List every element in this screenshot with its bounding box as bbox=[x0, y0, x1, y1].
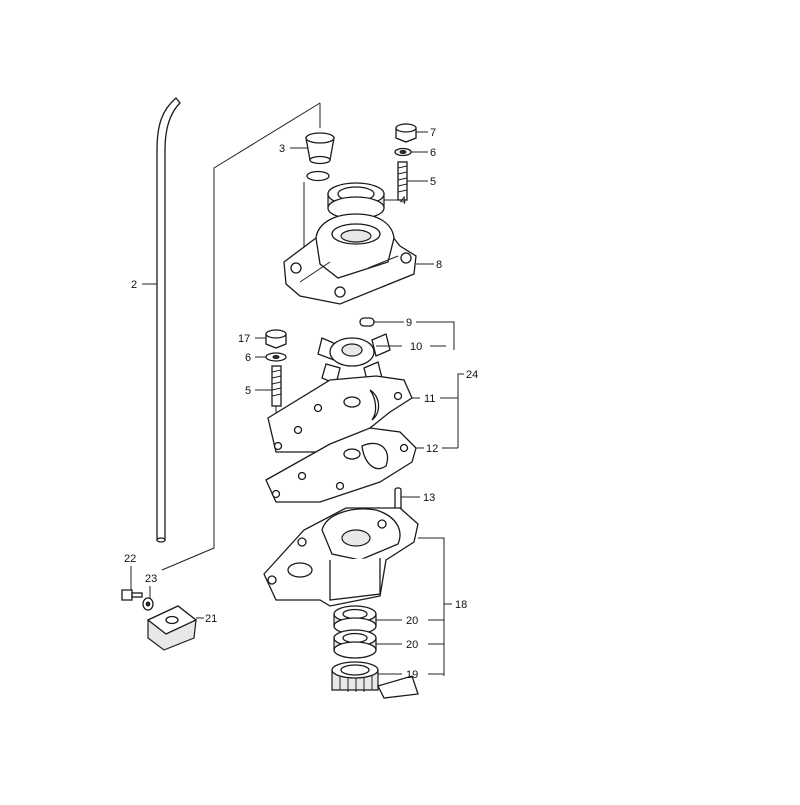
callout-6: 6 bbox=[430, 147, 436, 159]
callout-11: 11 bbox=[424, 393, 435, 405]
gasket bbox=[267, 375, 413, 453]
callout-4: 4 bbox=[400, 195, 406, 207]
key bbox=[359, 317, 375, 327]
callout-18: 18 bbox=[455, 599, 467, 611]
callout-labels: 3 7 6 5 4 8 2 9 10 17 6 5 24 11 12 13 18… bbox=[124, 127, 478, 681]
callout-23: 23 bbox=[145, 573, 157, 585]
washer bbox=[142, 597, 154, 611]
callout-24: 24 bbox=[466, 369, 478, 381]
needle-bearing bbox=[331, 661, 379, 692]
callout-20-lower: 20 bbox=[406, 639, 418, 651]
upper-seal bbox=[333, 605, 377, 635]
lower-pump-housing bbox=[263, 507, 419, 607]
callout-9: 9 bbox=[406, 317, 412, 329]
anode-block bbox=[146, 605, 198, 651]
oil-seal bbox=[327, 182, 385, 220]
lower-fasteners bbox=[265, 329, 287, 446]
callout-7: 7 bbox=[430, 127, 436, 139]
leader-lines bbox=[130, 131, 464, 676]
housing-base-fragment bbox=[377, 675, 419, 699]
grommet bbox=[305, 132, 335, 182]
callout-20-upper: 20 bbox=[406, 615, 418, 627]
callout-5-lower: 5 bbox=[245, 385, 251, 397]
bolt bbox=[121, 589, 143, 601]
callout-12: 12 bbox=[426, 443, 438, 455]
callout-8: 8 bbox=[436, 259, 442, 271]
water-tube bbox=[156, 97, 181, 543]
pump-case bbox=[283, 213, 417, 305]
callout-5: 5 bbox=[430, 176, 436, 188]
callout-2: 2 bbox=[131, 279, 137, 291]
impeller bbox=[317, 333, 391, 385]
callout-17: 17 bbox=[238, 333, 250, 345]
top-fasteners bbox=[394, 123, 417, 201]
callout-19: 19 bbox=[406, 669, 418, 681]
lower-seal bbox=[333, 629, 377, 659]
plate bbox=[265, 427, 417, 503]
callout-6-lower: 6 bbox=[245, 352, 251, 364]
assembly-guide-lines bbox=[161, 102, 321, 571]
callout-10: 10 bbox=[410, 341, 422, 353]
callout-22: 22 bbox=[124, 553, 136, 565]
callout-3: 3 bbox=[279, 143, 285, 155]
callout-13: 13 bbox=[423, 492, 435, 504]
callout-21: 21 bbox=[205, 613, 217, 625]
